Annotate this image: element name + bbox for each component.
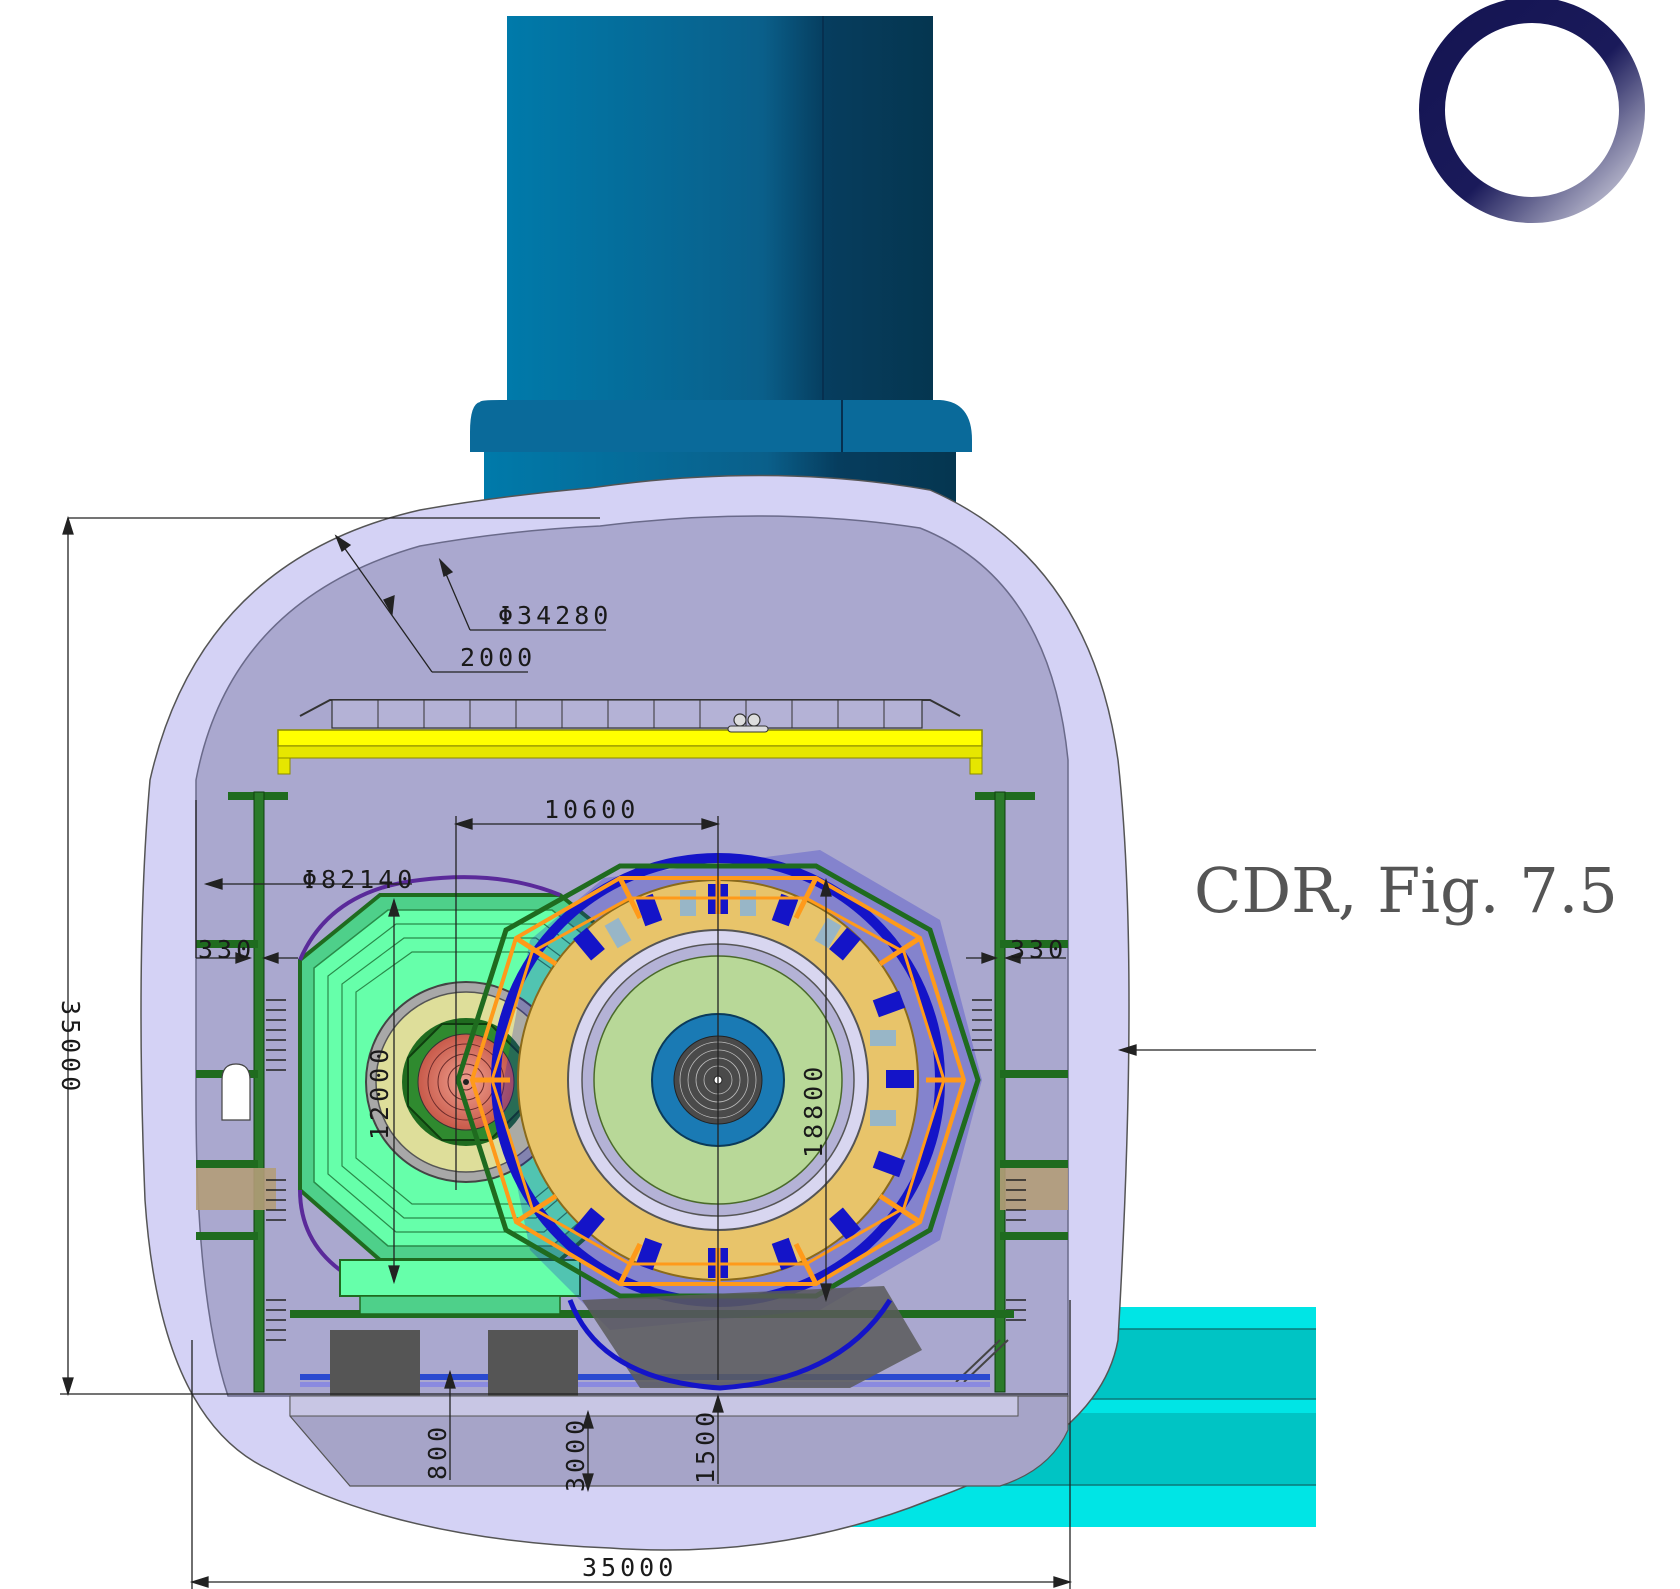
cavern-height-label: 35000 (56, 1000, 85, 1095)
cavern-width-label: 35000 (582, 1553, 677, 1582)
floor-3000-label: 3000 (561, 1416, 590, 1492)
right-detector (455, 850, 982, 1391)
floor-800-label: 800 (423, 1423, 452, 1480)
detector-spacing-label: 10600 (544, 795, 639, 824)
left-detector-diameter-label: 12000 (365, 1045, 394, 1140)
gantry-crane (277, 699, 983, 775)
right-detector-diameter-label: 18800 (799, 1063, 828, 1158)
shaft-diameter-label: Φ34280 (498, 601, 612, 630)
support-frame-right (955, 791, 1068, 1393)
floor-1500-label: 1500 (691, 1408, 720, 1484)
side-cavern-diameter-label: Φ82140 (302, 865, 416, 894)
ring-logo-icon (1419, 0, 1645, 223)
dimension-lines (60, 515, 1316, 1589)
figure-caption: CDR, Fig. 7.5 (1194, 854, 1618, 927)
gap-left-label: 330 (198, 935, 255, 964)
wall-thickness-label: 2000 (460, 643, 536, 672)
support-frame-left (196, 791, 288, 1393)
gap-right-label: 330 (1010, 935, 1067, 964)
